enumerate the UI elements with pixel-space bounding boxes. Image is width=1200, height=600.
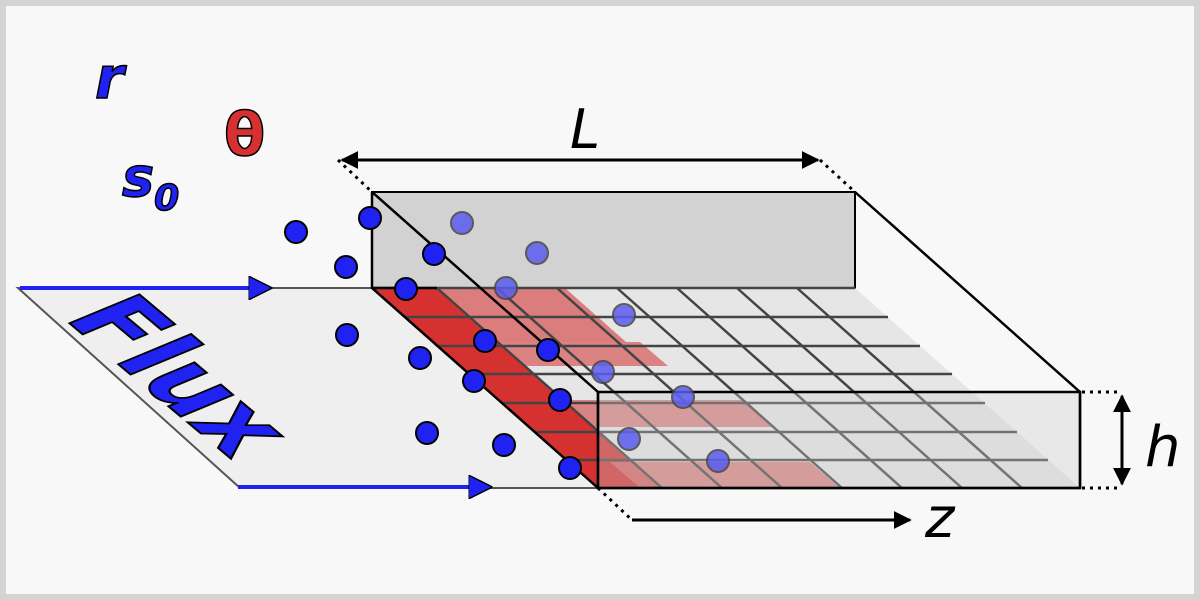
floor-grid: [372, 286, 1048, 489]
particle: [358, 206, 382, 230]
particles-outside: [284, 206, 582, 480]
particle: [706, 449, 730, 473]
label-s: s: [122, 146, 154, 209]
particles-inside: [450, 211, 730, 473]
particle: [492, 433, 516, 457]
red-cells-tint-4: [610, 462, 840, 488]
particle: [536, 338, 560, 362]
box-back-wall: [371, 191, 856, 289]
particle: [335, 323, 359, 347]
particle: [284, 220, 308, 244]
particle: [415, 421, 439, 445]
red-cells-tint-3: [562, 400, 775, 427]
particle: [473, 329, 497, 353]
label-h: h: [1145, 415, 1181, 480]
particle: [617, 427, 641, 451]
particle: [494, 276, 518, 300]
dotted-guides: [336, 158, 1118, 522]
particle: [450, 211, 474, 235]
particle: [422, 242, 446, 266]
label-L: L: [570, 98, 600, 161]
particle: [462, 369, 486, 393]
particle: [525, 241, 549, 265]
particle: [558, 456, 582, 480]
particle: [408, 346, 432, 370]
label-z: z: [924, 486, 956, 551]
box-front-face: [596, 390, 1082, 490]
particle: [671, 385, 695, 409]
label-s-subscript: 0: [154, 178, 179, 219]
flux-arrows: [20, 288, 490, 487]
particle: [548, 388, 572, 412]
red-cells-front: [372, 288, 662, 488]
particle: [612, 303, 636, 327]
label-theta: θ: [224, 100, 265, 170]
particle: [394, 277, 418, 301]
label-r: r: [95, 44, 127, 112]
particle: [334, 255, 358, 279]
particle: [591, 360, 615, 384]
label-s0: s0: [122, 146, 179, 219]
